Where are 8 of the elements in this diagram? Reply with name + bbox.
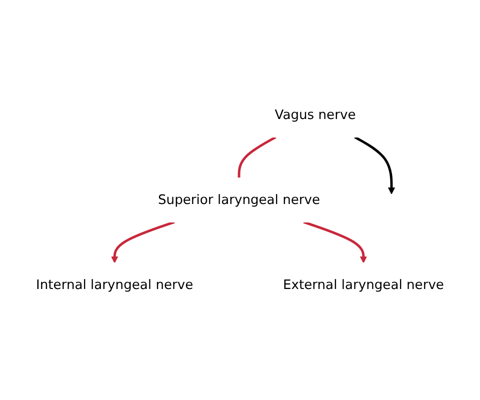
arrow xyxy=(354,136,396,194)
arrow xyxy=(111,220,175,264)
node-text: Superior laryngeal nerve xyxy=(158,192,320,208)
node-text: External laryngeal nerve xyxy=(282,276,444,292)
node-text: Vagus nerve xyxy=(274,106,356,122)
arrow xyxy=(303,220,368,264)
node-text: Internal laryngeal nerve xyxy=(36,276,194,292)
connector xyxy=(238,136,276,178)
